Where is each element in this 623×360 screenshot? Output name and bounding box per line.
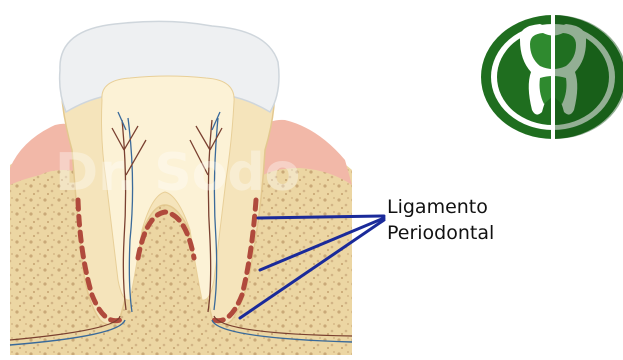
watermark: Dr. Sodo [55,143,300,203]
tooth-logo-icon [481,13,623,141]
label-periodontal: Periodontal [387,222,494,244]
label-ligamento: Ligamento [387,196,488,218]
